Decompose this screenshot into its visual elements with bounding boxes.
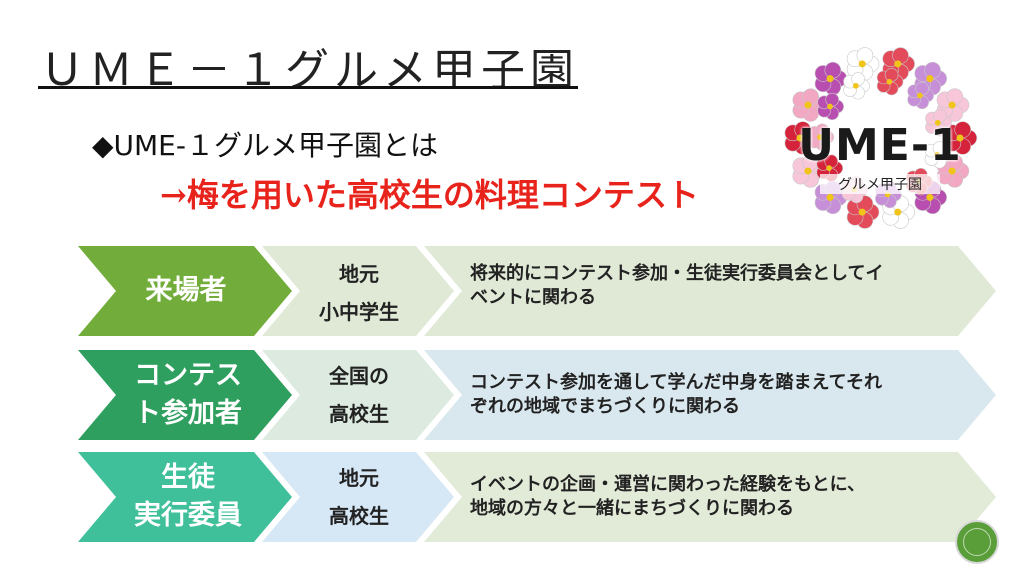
plum-flower-icon xyxy=(936,154,970,188)
plum-flower-icon xyxy=(925,109,952,137)
definition-text: →梅を用いた高校生の料理コンテスト xyxy=(160,176,699,214)
plum-flower-icon xyxy=(924,141,952,169)
row-chevrons xyxy=(78,452,996,542)
logo-sub-text: グルメ甲子園 xyxy=(820,174,940,194)
plum-flower-icon xyxy=(814,61,848,96)
title-underline xyxy=(38,86,578,89)
desc-chevron xyxy=(424,452,996,542)
plum-flower-icon xyxy=(846,195,880,229)
description-text: 将来的にコンテスト参加・生徒実行委員会としてイベントに関わる xyxy=(470,263,884,308)
plum-flower-icon xyxy=(843,72,870,100)
plum-flower-icon xyxy=(846,47,880,81)
ume-1-logo: UME-1 グルメ甲子園 xyxy=(780,40,980,236)
desc-chevron xyxy=(424,246,996,336)
row-student-committee: 生徒実行委員 地元高校生 イベントの企画・運営に関わった経験をもとに、地域の方々… xyxy=(78,452,998,542)
row-chevrons xyxy=(78,246,996,336)
plum-flower-icon xyxy=(914,61,947,96)
target-label: 地元高校生 xyxy=(329,466,389,528)
target-label: 全国の高校生 xyxy=(329,364,389,426)
next-slide-button[interactable] xyxy=(955,520,999,564)
who-chevron xyxy=(262,246,454,336)
role-label: 来場者 xyxy=(145,275,227,306)
who-chevron xyxy=(262,350,454,440)
desc-chevron xyxy=(424,350,996,440)
who-chevron xyxy=(262,452,454,542)
logo-main-text: UME-1 xyxy=(798,120,962,171)
row-chevrons xyxy=(78,350,996,440)
plum-flower-icon xyxy=(907,81,934,110)
role-label: コンテスト参加者 xyxy=(134,360,242,429)
role-chevron xyxy=(78,246,292,336)
plum-flower-icon xyxy=(876,68,904,96)
row-contestants: コンテスト参加者 全国の高校生 コンテスト参加を通して学んだ中身を踏まえてそれぞ… xyxy=(78,350,998,440)
role-chevron xyxy=(78,350,292,440)
plum-flower-icon xyxy=(882,195,915,229)
row-visitors: 来場者 地元小中学生 将来的にコンテスト参加・生徒実行委員会としてイベントに関わ… xyxy=(78,246,998,336)
description-text: コンテスト参加を通して学んだ中身を踏まえてそれぞれの地域でまちづくりに関わる xyxy=(470,372,883,417)
plum-flower-icon xyxy=(807,123,834,151)
description-text: イベントの企画・運営に関わった経験をもとに、地域の方々と一緒にまちづくりに関わる xyxy=(470,474,866,519)
role-chevron xyxy=(78,452,292,542)
plum-flower-icon xyxy=(817,92,844,121)
role-label: 生徒実行委員 xyxy=(134,462,242,531)
slide-subtitle: ◆UME-１グルメ甲子園とは xyxy=(92,129,438,162)
plum-flower-icon xyxy=(936,88,970,122)
target-label: 地元小中学生 xyxy=(319,262,399,324)
